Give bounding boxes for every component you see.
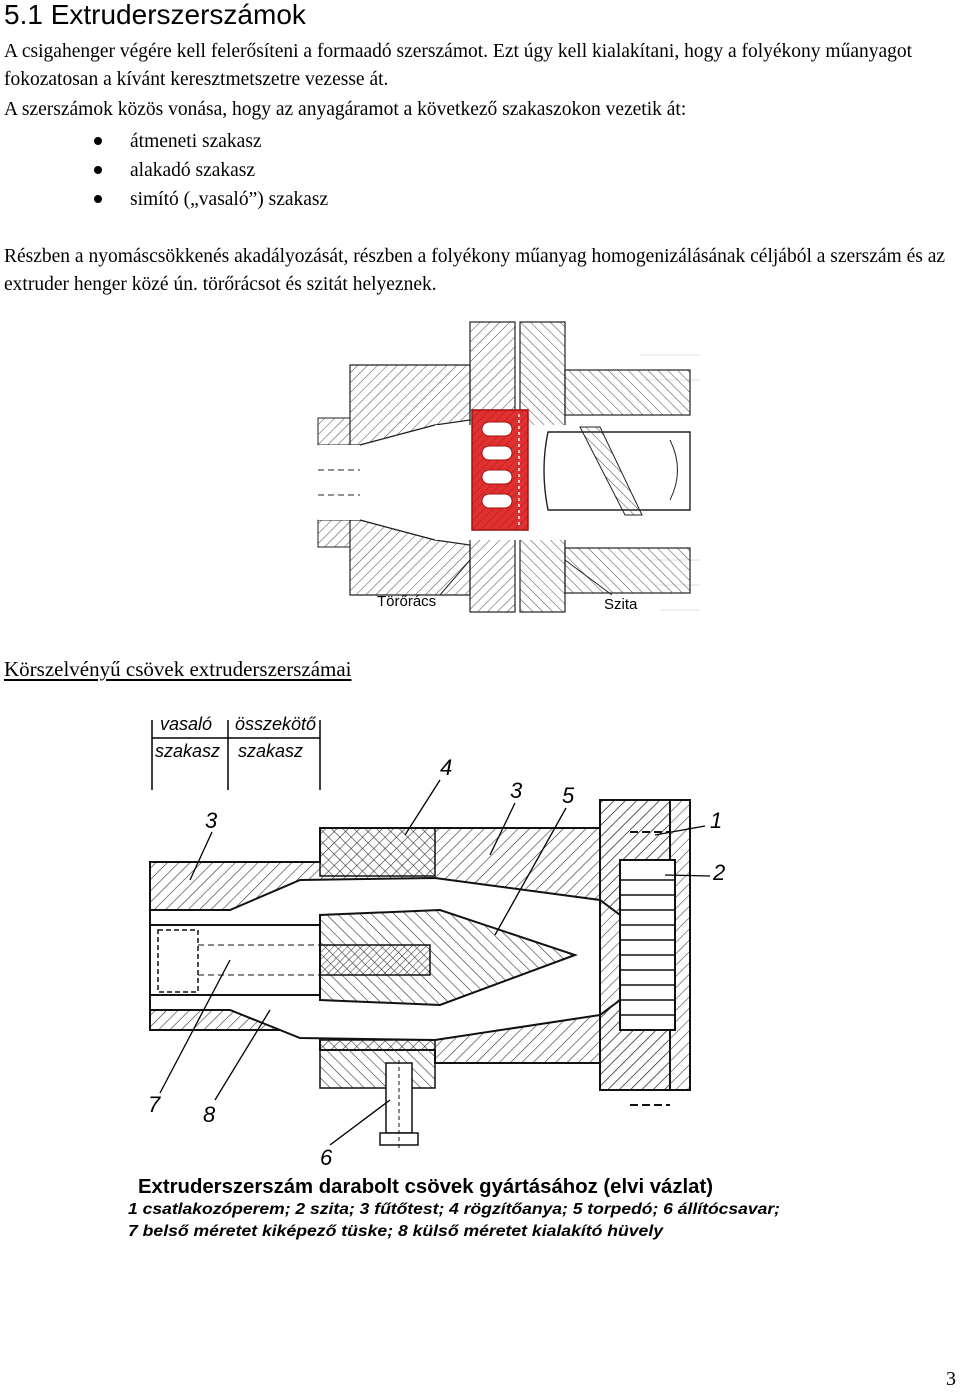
callout-7: 7 <box>148 1092 161 1117</box>
bullet-icon <box>94 137 102 145</box>
breaker-plate-label: Törőrács <box>377 593 436 610</box>
die-outlet-upper <box>317 417 351 446</box>
page-title: 5.1 Extruderszerszámok <box>4 0 306 30</box>
figure-caption: Extruderszerszám darabolt csövek gyártás… <box>138 1176 713 1198</box>
connecting-zone-label: összekötő <box>235 714 317 734</box>
stage-label: simító („vasaló”) szakasz <box>130 189 329 210</box>
stage-list-item: simító („vasaló”) szakasz <box>0 185 328 214</box>
callout-1: 1 <box>710 808 722 833</box>
section-heading: Körszelvényű csövek extruderszerszámai <box>4 657 352 681</box>
cylinder-wall-lower <box>564 547 691 594</box>
screen-label: Szita <box>604 596 638 613</box>
heater-upper <box>319 827 436 877</box>
callout-3-right: 3 <box>510 778 523 803</box>
ironing-zone-label-2: szakasz <box>155 741 220 761</box>
callout-6: 6 <box>320 1145 333 1170</box>
ironing-zone-label: vasaló <box>160 714 212 734</box>
cylinder-wall-upper <box>564 369 691 416</box>
callout-numbers: 3 4 3 5 1 2 7 8 6 <box>148 755 725 1170</box>
bullet-icon <box>94 166 102 174</box>
callout-3-left: 3 <box>205 808 218 833</box>
breaker-plate-figure: Törőrács Szita <box>317 321 700 613</box>
breaker-plate <box>471 409 529 531</box>
torpedo-stud <box>319 944 431 976</box>
heater-lower <box>319 1039 436 1089</box>
callout-2: 2 <box>712 860 725 885</box>
zone-labels: vasaló szakasz összekötő szakasz <box>155 714 317 761</box>
intro-paragraph: A csigahenger végére kell felerősíteni a… <box>4 41 913 90</box>
pipe-die-figure: vasaló szakasz összekötő szakasz <box>128 714 780 1240</box>
body-paragraph: Részben a nyomáscsökkenés akadályozását,… <box>4 246 946 295</box>
stage-list-item: alakadó szakasz <box>0 156 328 185</box>
callout-4: 4 <box>440 755 452 780</box>
page-number: 3 <box>946 1368 956 1390</box>
bullet-icon <box>94 195 102 203</box>
stage-label: átmeneti szakasz <box>130 131 262 152</box>
stages-intro: A szerszámok közös vonása, hogy az anyag… <box>4 99 687 120</box>
figure-legend-line-1: 1 csatlakozóperem; 2 szita; 3 fűtőtest; … <box>128 1201 780 1218</box>
callout-8: 8 <box>203 1102 216 1127</box>
die-outlet-lower <box>317 519 351 548</box>
stage-label: alakadó szakasz <box>130 160 256 181</box>
stage-list: átmeneti szakasz alakadó szakasz simító … <box>0 127 328 214</box>
stage-list-item: átmeneti szakasz <box>0 127 328 156</box>
figure-legend-line-2: 7 belső méretet kiképező tüske; 8 külső … <box>128 1223 664 1240</box>
connecting-zone-label-2: szakasz <box>238 741 303 761</box>
callout-5: 5 <box>562 783 575 808</box>
mandrel-tip <box>149 924 321 996</box>
